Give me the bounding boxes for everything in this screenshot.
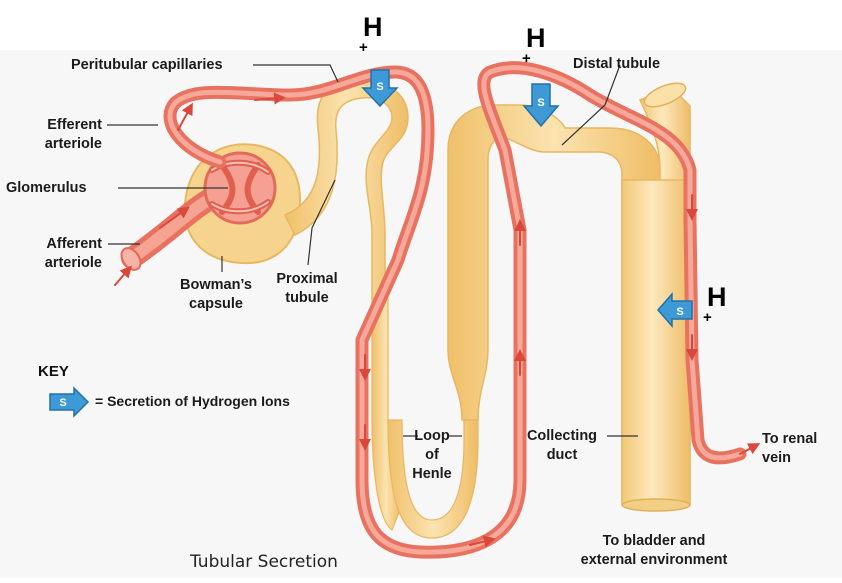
hydrogen-ion-2: H + <box>522 23 546 67</box>
tubule <box>183 79 691 539</box>
figure-caption: Tubular Secretion <box>190 552 338 572</box>
collecting-duct-shape <box>621 179 691 506</box>
secretion-arrow-2: S <box>522 83 560 128</box>
secretion-arrow-letter: S <box>376 81 383 93</box>
proximal-tubule-label: Proximal tubule <box>276 271 338 306</box>
background-panel <box>0 50 842 578</box>
key-arrow-letter: S <box>59 397 66 409</box>
afferent-arteriole-label: Afferent arteriole <box>44 236 102 271</box>
to-bladder-label: To bladder and external environment <box>580 533 728 568</box>
bowmans-capsule-label: Bowman’s capsule <box>180 277 252 312</box>
secretion-arrow-letter: S <box>676 306 683 318</box>
hydrogen-ion-1: H + <box>359 12 383 56</box>
key-description: = Secretion of Hydrogen Ions <box>95 393 290 409</box>
key-arrow-symbol: S <box>49 386 90 418</box>
efferent-arteriole-label: Efferent arteriole <box>44 117 102 152</box>
hydrogen-ion-3: H + <box>703 282 727 326</box>
secretion-arrow-letter: S <box>537 97 544 109</box>
leader-lines <box>107 64 638 437</box>
to-renal-vein-label: To renal vein <box>762 431 818 466</box>
peritubular-capillaries-label: Peritubular capillaries <box>71 57 223 73</box>
key-title: KEY <box>38 363 69 380</box>
secretion-arrow-1: S <box>361 69 399 108</box>
collecting-duct-label: Collecting duct <box>526 428 598 463</box>
blood-vessels <box>114 61 761 559</box>
loop-of-henle-label: Loop of Henle <box>412 428 452 482</box>
glomerulus-label: Glomerulus <box>6 180 87 196</box>
secretion-arrow-3: S <box>657 292 693 328</box>
distal-tubule-label: Distal tubule <box>573 56 661 72</box>
